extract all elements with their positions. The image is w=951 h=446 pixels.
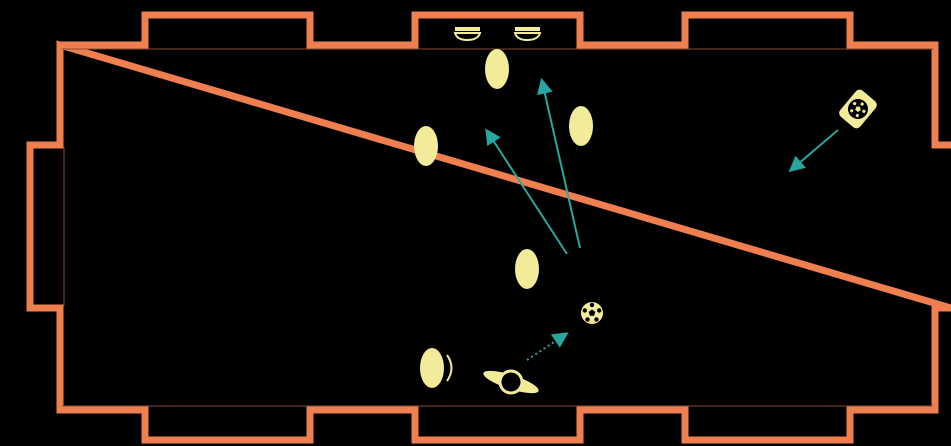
soccer-ball-icon	[581, 302, 603, 324]
goal-marker-icon	[515, 27, 540, 40]
player-top-center	[485, 49, 509, 89]
kick-arrow-to-ball	[527, 334, 566, 360]
player-right	[569, 106, 593, 146]
card-direction-arrow	[791, 130, 838, 170]
goal-marker-icon	[455, 27, 480, 40]
player-left	[414, 126, 438, 166]
player-bottom-left	[420, 348, 452, 388]
soccer-ball-card-icon	[837, 88, 879, 131]
player-lower-center	[515, 249, 539, 289]
spinner-player-icon	[480, 363, 542, 402]
